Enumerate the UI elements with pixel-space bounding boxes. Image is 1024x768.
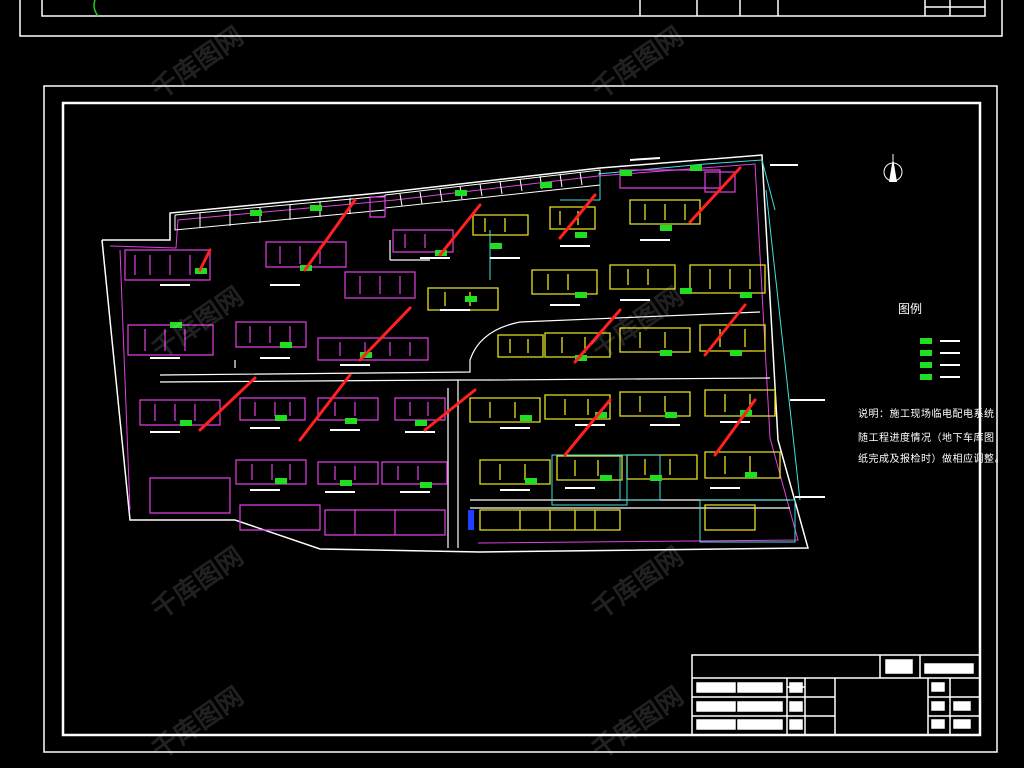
title-block	[691, 654, 981, 736]
legend-title: 图例	[898, 302, 923, 316]
drawing-note-line-2: 随工程进度情况（地下车库图	[858, 433, 995, 444]
site-gate	[468, 510, 474, 530]
site-boundary	[101, 154, 809, 553]
panel-labels	[150, 157, 825, 498]
north-arrow-icon	[883, 154, 903, 182]
drawing-note-line-3: 纸完成及报检时）做相应调整。	[858, 454, 1005, 465]
internal-roads	[159, 240, 790, 548]
sheet-outer-frame	[43, 85, 998, 753]
buildings-magenta	[124, 169, 736, 536]
previous-sheet-fragment	[19, 0, 1003, 37]
feeder-cables	[198, 166, 757, 457]
legend-samples	[920, 338, 960, 380]
drawing-note-line-1: 说明：施工现场临电配电系统	[858, 409, 995, 420]
sheet-inner-frame	[61, 101, 982, 737]
buildings-yellow	[427, 199, 781, 531]
